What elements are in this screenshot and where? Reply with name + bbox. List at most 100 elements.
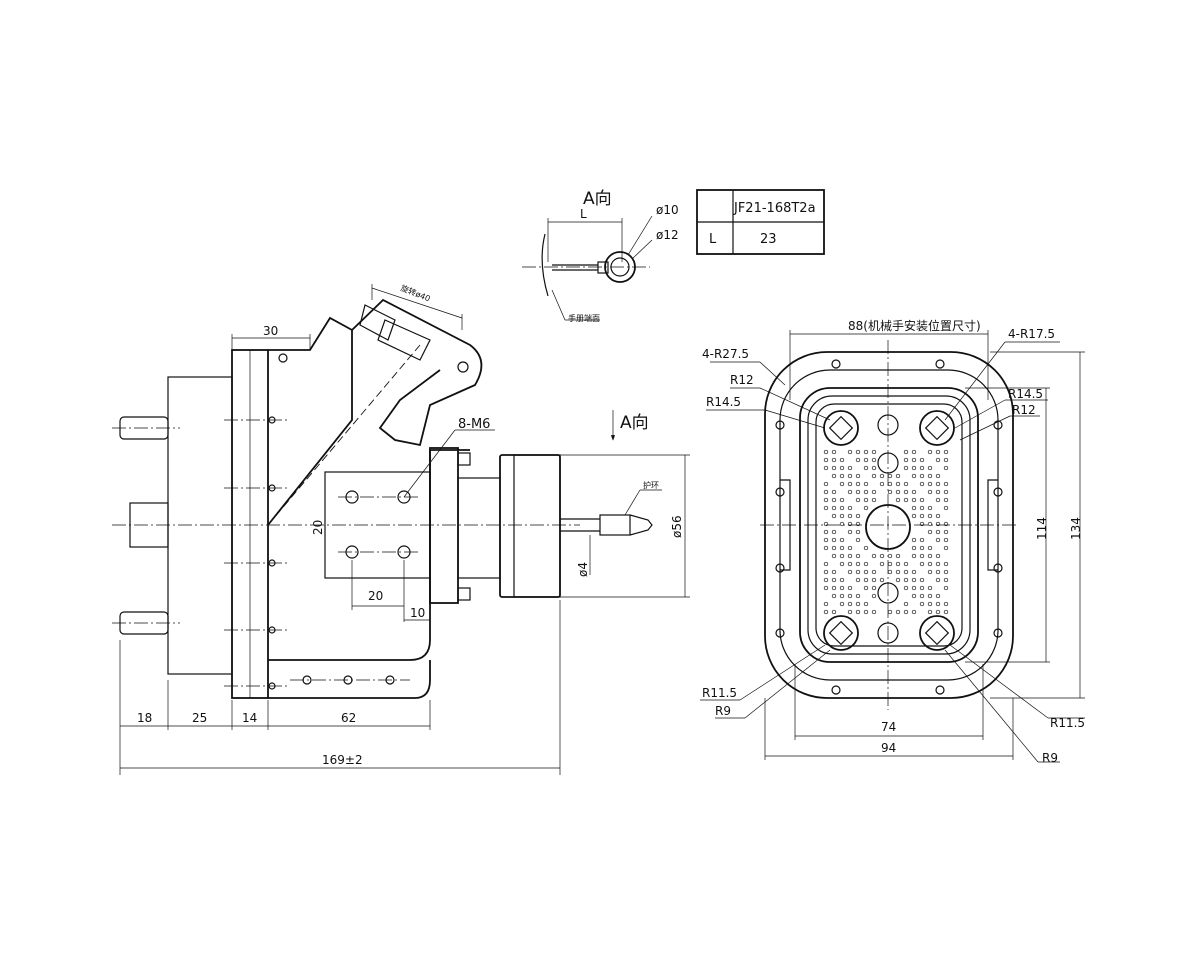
front-dim-114: 114 — [1035, 517, 1049, 540]
contact-pin — [871, 585, 877, 591]
contact-pin — [935, 497, 941, 503]
contact-pin — [911, 553, 917, 559]
mounting-hole — [935, 359, 945, 369]
contact-pin — [855, 569, 861, 575]
contact-pin — [919, 513, 925, 519]
contact-pin — [879, 473, 885, 479]
contact-pin — [871, 553, 877, 559]
side-d56: ø56 — [670, 515, 684, 538]
contact-pin — [823, 489, 829, 495]
contact-pin — [855, 609, 861, 615]
contact-pin — [871, 457, 877, 463]
mounting-hole — [935, 685, 945, 695]
contact-pin — [871, 577, 877, 583]
contact-pin — [935, 561, 941, 567]
view-a-l-label: L — [580, 207, 587, 221]
contact-pin — [911, 449, 917, 455]
contact-pin — [855, 513, 861, 519]
contact-pin — [927, 489, 933, 495]
contact-pin — [927, 569, 933, 575]
contact-pin — [919, 473, 925, 479]
contact-pin — [823, 569, 829, 575]
front-r9-right: R9 — [1042, 751, 1058, 765]
contact-pin — [863, 545, 869, 551]
contact-pin — [871, 465, 877, 471]
contact-pin — [823, 457, 829, 463]
contact-pin — [935, 521, 941, 527]
contact-pin — [855, 521, 861, 527]
side-a-arrow-label: A向 — [620, 413, 649, 433]
contact-pin — [911, 569, 917, 575]
contact-pin — [831, 505, 837, 511]
side-d4: ø4 — [576, 562, 590, 577]
contact-pin — [855, 601, 861, 607]
front-r12-left: R12 — [730, 373, 754, 387]
contact-pin — [903, 465, 909, 471]
mounting-hole — [831, 685, 841, 695]
contact-pin — [927, 505, 933, 511]
contact-pin — [823, 585, 829, 591]
contact-pin — [839, 497, 845, 503]
contact-pin — [935, 473, 941, 479]
contact-pin — [839, 481, 845, 487]
mounting-hole — [993, 487, 1003, 497]
contact-pin — [903, 489, 909, 495]
contact-pin — [903, 449, 909, 455]
contact-pin — [935, 593, 941, 599]
contact-pin — [871, 569, 877, 575]
contact-pin — [935, 513, 941, 519]
contact-pin — [935, 609, 941, 615]
contact-pin — [903, 497, 909, 503]
front-r11-5-left: R11.5 — [702, 686, 737, 700]
mounting-hole — [775, 420, 785, 430]
contact-pin — [927, 545, 933, 551]
contact-pin — [895, 609, 901, 615]
contact-pin — [919, 521, 925, 527]
front-r11-5-right: R11.5 — [1050, 716, 1085, 730]
contact-pin — [903, 609, 909, 615]
contact-pin — [887, 609, 893, 615]
contact-pin — [927, 521, 933, 527]
contact-pin — [831, 609, 837, 615]
contact-pin — [839, 601, 845, 607]
contact-pin — [863, 497, 869, 503]
contact-pin — [855, 449, 861, 455]
side-swing-label: 旋转ø40 — [399, 283, 432, 304]
contact-pin — [839, 505, 845, 511]
contact-pin — [943, 449, 949, 455]
contact-pin — [887, 473, 893, 479]
contact-pin — [887, 553, 893, 559]
contact-pin — [903, 561, 909, 567]
contact-pin — [927, 553, 933, 559]
contact-pin — [927, 473, 933, 479]
contact-pin — [871, 609, 877, 615]
contact-pin — [943, 545, 949, 551]
contact-pin — [847, 505, 853, 511]
contact-pin — [871, 473, 877, 479]
contact-pin — [847, 521, 853, 527]
contact-pin — [823, 465, 829, 471]
contact-pin — [943, 457, 949, 463]
front-r12-right: R12 — [1012, 403, 1036, 417]
contact-pin — [847, 513, 853, 519]
contact-pin — [823, 577, 829, 583]
contact-pin — [839, 513, 845, 519]
contact-pin — [903, 569, 909, 575]
contact-pin — [895, 561, 901, 567]
contact-pin — [903, 457, 909, 463]
contact-pin — [823, 545, 829, 551]
contact-pin — [831, 473, 837, 479]
contact-pin — [887, 481, 893, 487]
contact-pin — [823, 521, 829, 527]
front-r14-5-right: R14.5 — [1008, 387, 1043, 401]
contact-pin — [895, 577, 901, 583]
side-total: 169±2 — [322, 753, 363, 767]
contact-pin — [855, 561, 861, 567]
contact-pin — [919, 585, 925, 591]
contact-pin — [911, 497, 917, 503]
contact-pin — [823, 497, 829, 503]
contact-pin — [847, 489, 853, 495]
contact-pin — [935, 481, 941, 487]
contact-pin — [855, 497, 861, 503]
contact-pin — [831, 457, 837, 463]
